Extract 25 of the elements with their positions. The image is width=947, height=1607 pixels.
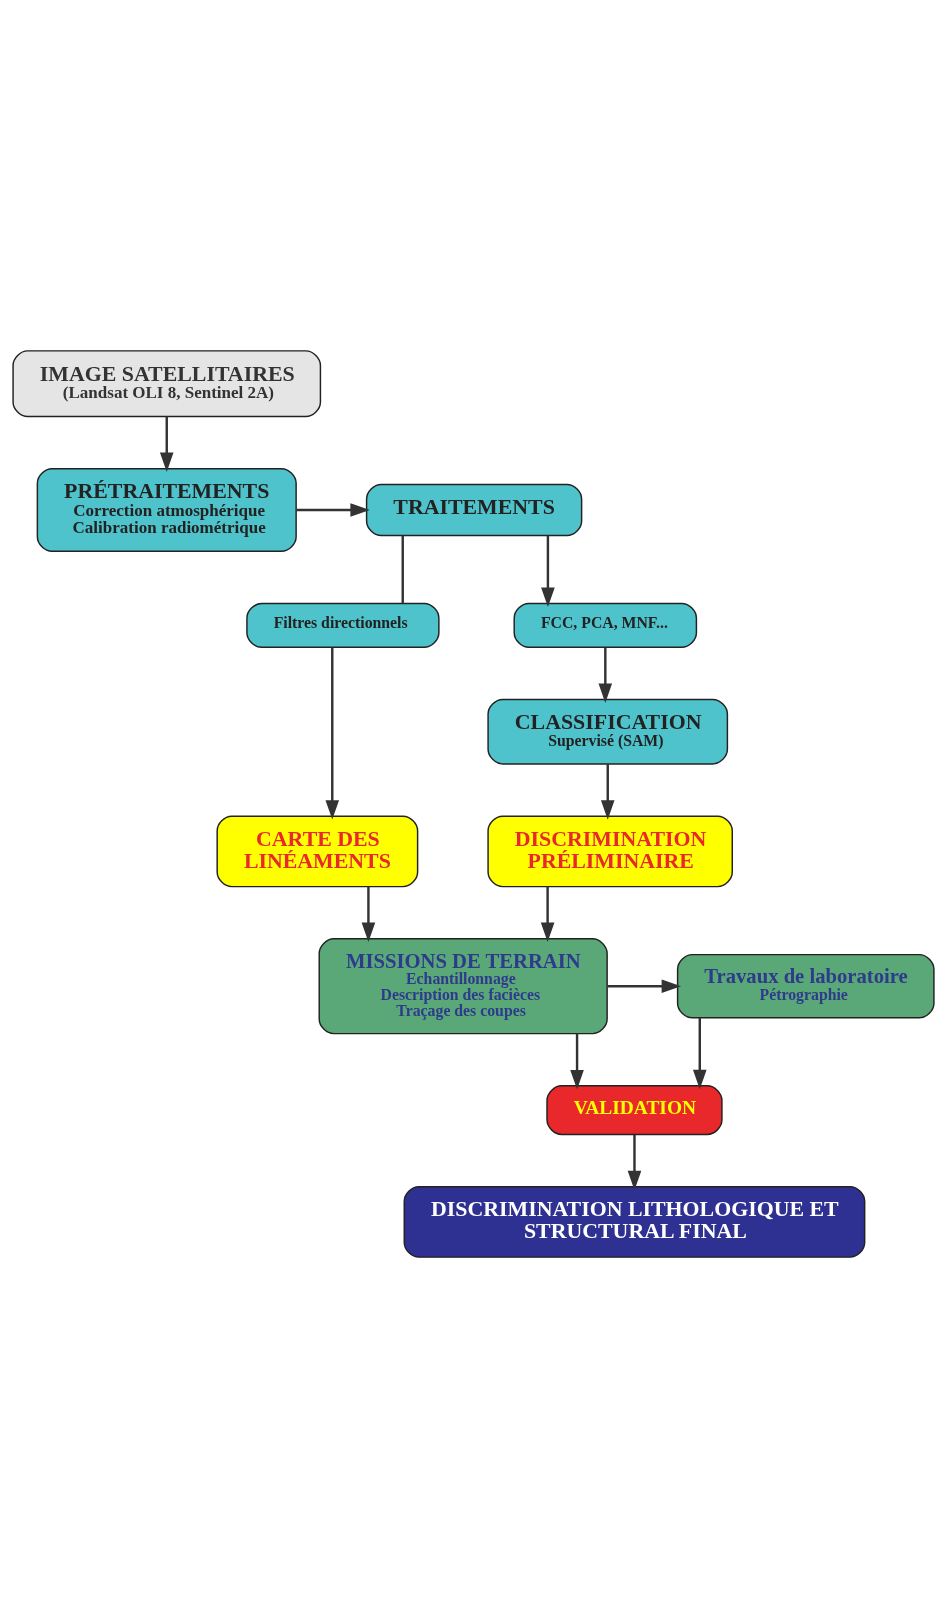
arrow [692,1017,707,1089]
arrow [540,886,555,942]
node-box: CLASSIFICATION Supervisé (SAM) [487,698,729,765]
arrow [159,416,174,472]
node-box: DISCRIMINATION LITHOLOGIQUE ET STRUCTURAL FINAL [403,1185,866,1258]
node-box: FCC, PCA, MNF... [513,602,698,648]
node-box: CARTE DES LINÉAMENTS [216,814,419,887]
node-box: Filtres directionnels [246,602,440,648]
arrow [541,535,555,607]
arrow [627,1134,642,1190]
node-box: MISSIONS DE TERRAIN Echantillonnage Description des facièces Traçage des coupes [318,937,608,1034]
arrow [361,886,376,942]
node-box: IMAGE SATELLITAIRES (Landsat OLI 8, Sentinel 2A) [12,349,322,417]
node-box: TRAITEMENTS [365,483,583,536]
arrow [600,763,615,820]
arrow [607,978,682,993]
arrow [296,502,370,517]
arrow [570,1033,584,1089]
node-box: VALIDATION [546,1084,723,1135]
node-box: Travaux de laboratoire Pétrographie [676,953,935,1019]
node-box: PRÉTRAITEMENTS Correction atmosphérique Calibration radiométrique [36,467,297,552]
node-box: DISCRIMINATION PRÉLIMINAIRE [487,814,733,887]
arrow [598,646,613,703]
arrow [325,647,340,820]
connector [401,535,404,603]
